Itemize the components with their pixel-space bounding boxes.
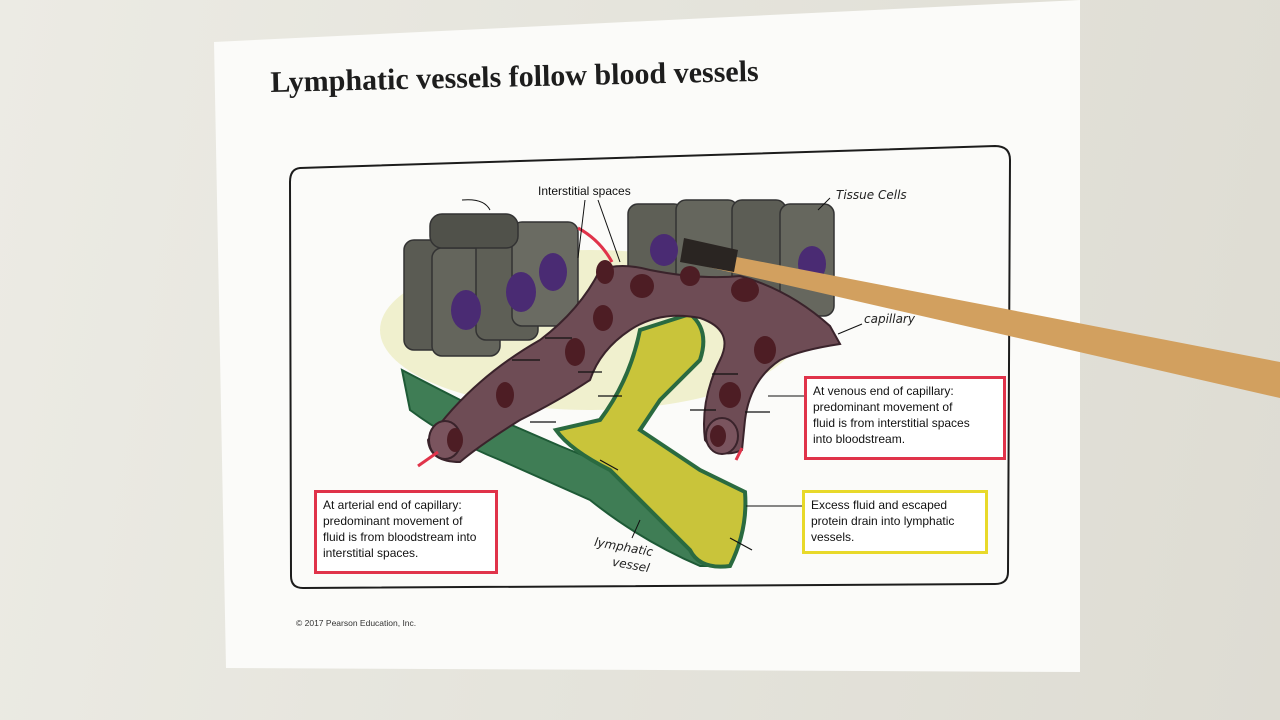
venous-callout-line: At venous end of capillary: <box>813 384 954 398</box>
leader-lines <box>461 197 863 539</box>
venous-end-callout: At venous end of capillary: predominant … <box>804 376 1006 460</box>
venous-callout-line: into bloodstream. <box>813 432 906 446</box>
venous-callout-line: fluid is from interstitial spaces <box>813 416 970 430</box>
diagram-frame <box>288 144 1012 590</box>
tissue-cells-label: Tissue Cells <box>836 188 907 202</box>
arterial-end-callout: At arterial end of capillary: predominan… <box>314 490 498 574</box>
excess-callout-line: protein drain into lymphatic <box>811 514 955 528</box>
pointer-stick <box>680 238 1280 398</box>
capillary-label: capillary <box>864 312 915 326</box>
arterial-callout-line: predominant movement of <box>323 514 463 528</box>
copyright-notice: © 2017 Pearson Education, Inc. <box>296 618 417 628</box>
fluid-arrows <box>512 337 770 551</box>
interstitial-spaces-label: Interstitial spaces <box>538 184 631 198</box>
arterial-callout-line: At arterial end of capillary: <box>323 498 462 512</box>
venous-callout-line: predominant movement of <box>813 400 953 414</box>
blood-capillary-drawing <box>417 226 842 468</box>
excess-callout-line: Excess fluid and escaped <box>811 498 948 512</box>
excess-fluid-callout: Excess fluid and escaped protein drain i… <box>802 490 988 554</box>
arterial-callout-line: fluid is from bloodstream into <box>323 530 477 544</box>
tissue-cells-left <box>403 213 579 357</box>
arterial-callout-line: interstitial spaces. <box>323 546 419 560</box>
excess-callout-line: vessels. <box>811 530 855 544</box>
